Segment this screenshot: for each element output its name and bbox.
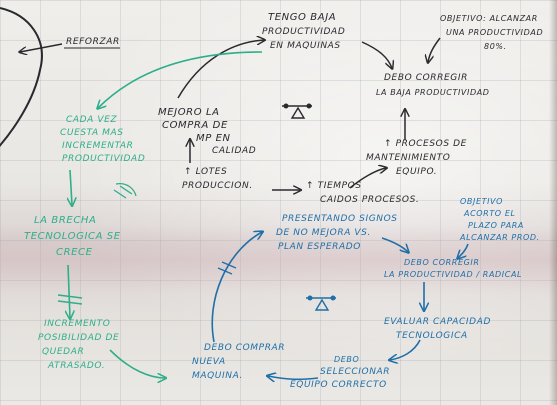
arrow-comprar-to-presentando [211,232,262,343]
incremento-line-3: QUEDAR [42,347,85,357]
lotes-line-1: ↑ LOTES [184,167,228,177]
arrow-objetivo-b-to-corregir [458,243,469,258]
arrow-seleccionar-to-comprar [268,376,319,379]
incremento-line-2: POSIBILIDAD DE [38,333,120,343]
objetivo-b-line-4: ALCANZAR PROD. [460,233,540,242]
cada-vez-line-1: CADA VEZ [66,115,118,125]
objetivo-b-line-3: PLAZO PARA [468,221,525,230]
cada-vez-line-3: INCREMENTAR [62,141,134,151]
mejoro-line-1: MEJORO LA [158,107,220,118]
evaluar-line-1: EVALUAR CAPACIDAD [384,317,491,327]
debo-corregir-line-2: LA BAJA PRODUCTIVIDAD [376,88,490,97]
objetivo-line-2: UNA PRODUCTIVIDAD [446,28,544,37]
reforzar-arrow [20,43,63,52]
cada-vez-line-2: CUESTA MAS [60,128,124,138]
arrow-tengo-to-corregir [361,41,392,68]
arrow-mejoro-to-tengo [177,40,264,99]
arrow-green-top [98,51,263,108]
objetivo-line-3: 80%. [484,42,507,51]
debo-corregir-line-1: DEBO CORREGIR [384,73,468,83]
tengo-baja-line-2: PRODUCTIVIDAD [262,27,346,37]
mejoro-line-4: CALIDAD [212,146,257,156]
incremento-line-4: ATRASADO. [48,361,106,371]
procesos-line-3: EQUIPO. [396,167,438,177]
seleccionar-line-3: EQUIPO CORRECTO [290,380,387,390]
presentando-line-3: PLAN ESPERADO [278,242,361,252]
tiempos-line-1: ↑ tiempos [306,181,362,191]
arrow-objetivo-to-corregir [428,37,441,62]
objetivo-b-line-1: OBJETIVO [460,197,504,206]
brecha-line-2: TECNOLOGICA SE [24,231,121,242]
arrow-evaluar-to-seleccionar [390,339,421,360]
objetivo-b-line-2: ACORTO EL [464,209,516,218]
reforzar-label: REFORZAR [66,37,120,47]
tiempos-line-2: CAIDOS PROCESOS. [320,195,420,205]
procesos-line-2: MANTENIMIENTO [366,153,451,163]
balance-loop-icon [306,295,336,311]
presentando-line-1: PRESENTANDO SIGNOS [282,214,398,224]
brecha-line-3: CRECE [56,247,93,258]
balance-loop-icon [282,103,312,119]
mejoro-line-2: COMPRA DE [162,120,228,131]
comprar-line-1: DEBO COMPRAR [204,343,286,353]
presentando-line-2: DE NO MEJORA VS. [276,228,371,238]
arrow-presentando-to-corregir [381,237,408,252]
cada-vez-line-4: PRODUCTIVIDAD [62,154,146,164]
seleccionar-line-1: DEBO [334,355,360,364]
procesos-line-1: ↑ PROCESOS DE [384,139,467,149]
loop-circle-arc [0,7,43,147]
reinforcing-loop-icon [113,182,137,199]
corregir-radical-line-1: DEBO CORREGIR [404,258,480,267]
board-frame-edge [549,0,557,405]
mejoro-line-3: MP EN [196,133,231,144]
arrow-incremento-to-comprar [109,349,165,378]
seleccionar-line-2: SELECCIONAR [320,367,391,377]
brecha-line-1: LA BRECHA [34,215,97,226]
comprar-line-3: MAQUINA. [192,371,243,381]
objetivo-line-1: OBJETIVO: ALCANZAR [440,14,538,23]
arrow-brecha-to-incremento [68,264,70,318]
corregir-radical-line-2: LA PRODUCTIVIDAD / RADICAL [384,270,523,279]
arrow-cada-to-brecha [70,169,72,205]
lotes-line-2: PRODUCCION. [182,181,253,191]
tengo-baja-line-3: EN MAQUINAS [270,41,341,51]
arrow-tiempos-to-procesos [349,168,386,189]
evaluar-line-2: TECNOLOGICA [396,331,468,341]
tengo-baja-line-1: TENGO BAJA [268,12,337,23]
comprar-line-2: NUEVA [192,357,226,367]
incremento-line-1: INCREMENTO [44,319,111,329]
